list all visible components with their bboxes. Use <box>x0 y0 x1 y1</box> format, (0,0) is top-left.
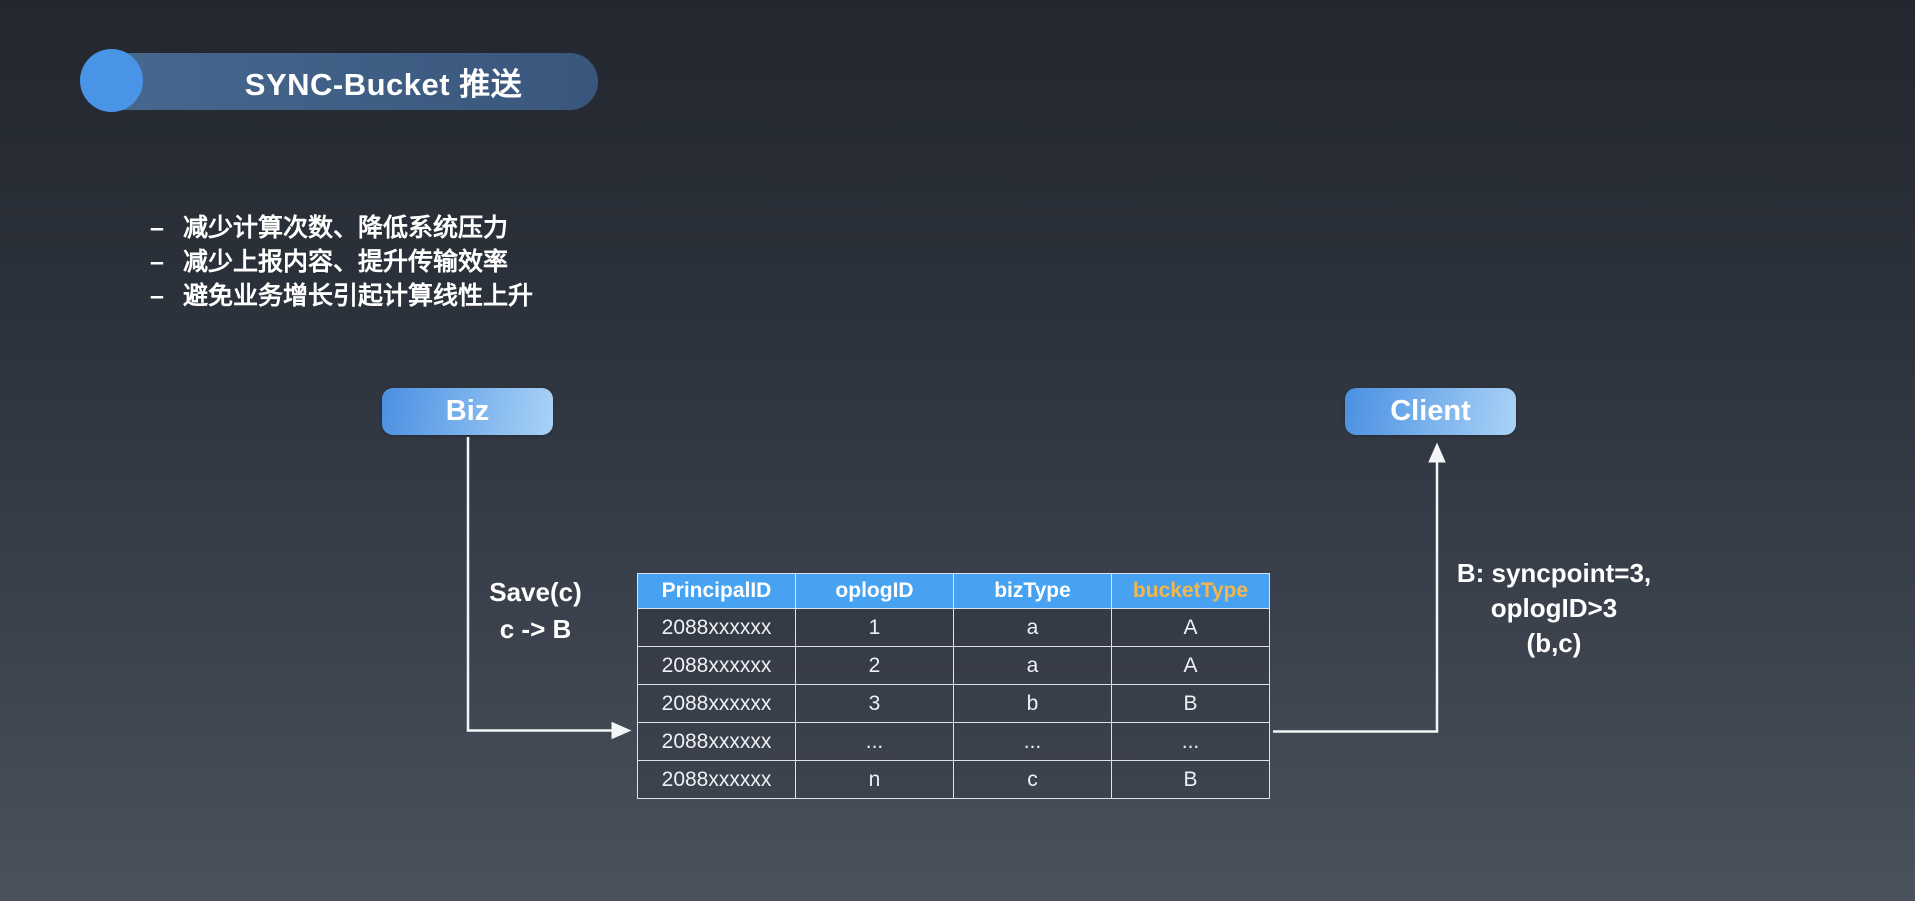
table-cell: b <box>953 684 1112 723</box>
table-cell: 3 <box>795 684 954 723</box>
column-header: PrincipalID <box>637 573 796 609</box>
table-cell: A <box>1111 608 1270 647</box>
table-cell: ... <box>1111 722 1270 761</box>
page-title: SYNC-Bucket 推送 <box>244 67 523 102</box>
column-header: oplogID <box>795 573 954 609</box>
node-client-label: Client <box>1390 395 1471 427</box>
table-cell: B <box>1111 760 1270 799</box>
sync-query-line1: B: syncpoint=3, <box>1456 558 1652 588</box>
table-cell: 1 <box>795 608 954 647</box>
table-cell: a <box>953 646 1112 685</box>
table-cell: 2088xxxxxx <box>637 684 796 723</box>
table-cell: n <box>795 760 954 799</box>
arrow-table-to-client <box>1273 442 1446 733</box>
bullet-item: –减少上报内容、提升传输效率 <box>150 245 533 279</box>
table-cell: 2088xxxxxx <box>637 722 796 761</box>
bullet-dash: – <box>150 282 164 310</box>
bullet-text: 减少上报内容、提升传输效率 <box>183 248 509 276</box>
table-cell: 2088xxxxxx <box>637 608 796 647</box>
sync-query-line3: (b,c) <box>1526 628 1582 658</box>
table-cell: A <box>1111 646 1270 685</box>
table-cell: ... <box>953 722 1112 761</box>
column-header: bizType <box>953 573 1112 609</box>
table-cell: 2088xxxxxx <box>637 646 796 685</box>
column-header: bucketType <box>1111 573 1270 609</box>
bullet-text: 避免业务增长引起计算线性上升 <box>183 282 534 310</box>
table-cell: c <box>953 760 1112 799</box>
title-badge: SYNC-Bucket 推送 <box>97 53 598 110</box>
bullet-list: –减少计算次数、降低系统压力–减少上报内容、提升传输效率–避免业务增长引起计算线… <box>150 211 533 313</box>
table-cell: a <box>953 608 1112 647</box>
sync-query-line2: oplogID>3 <box>1490 593 1618 623</box>
save-operation-label: Save(c) c -> B <box>468 574 603 648</box>
sync-query-label: B: syncpoint=3, oplogID>3 (b,c) <box>1448 556 1660 661</box>
node-biz-label: Biz <box>445 395 490 427</box>
bullet-dash: – <box>150 214 164 242</box>
node-biz: Biz <box>382 388 553 435</box>
save-operation-line2: c -> B <box>499 614 572 644</box>
table-cell: ... <box>795 722 954 761</box>
save-operation-line1: Save(c) <box>489 577 582 607</box>
table-cell: B <box>1111 684 1270 723</box>
node-client: Client <box>1345 388 1516 435</box>
table-row: 2088xxxxxx......... <box>637 722 1270 761</box>
table-cell: 2088xxxxxx <box>637 760 796 799</box>
table-cell: 2 <box>795 646 954 685</box>
bullet-dash: – <box>150 248 164 276</box>
title-circle-icon <box>80 49 143 112</box>
bullet-item: –减少计算次数、降低系统压力 <box>150 211 533 245</box>
bullet-item: –避免业务增长引起计算线性上升 <box>150 279 533 313</box>
bullet-text: 减少计算次数、降低系统压力 <box>183 214 509 242</box>
